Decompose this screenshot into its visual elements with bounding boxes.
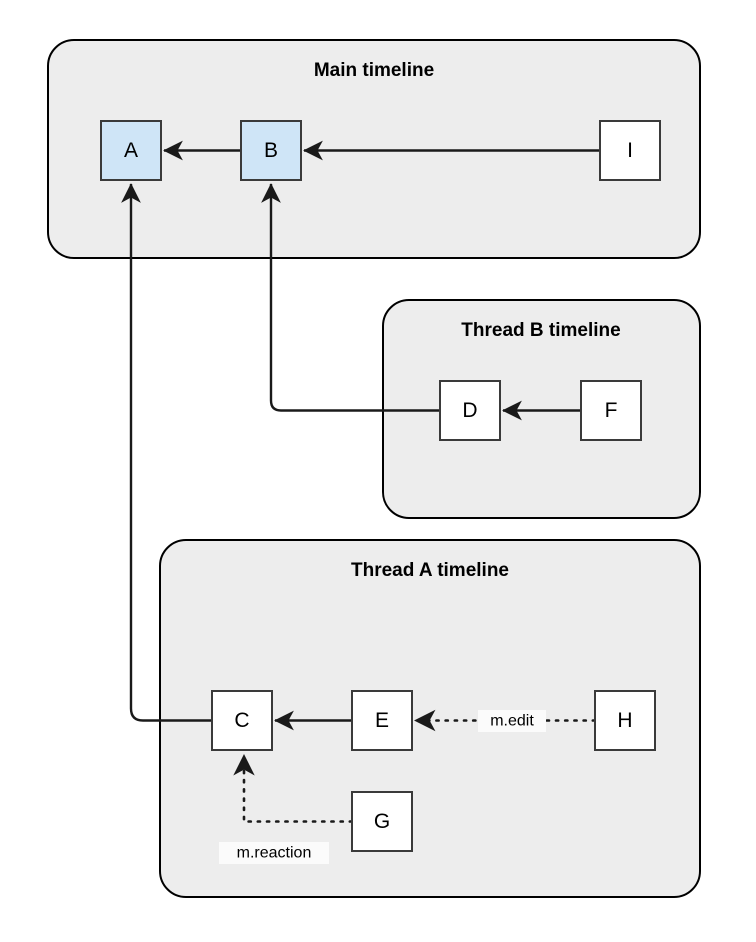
node-e[interactable]: E xyxy=(351,690,413,751)
node-h-box xyxy=(594,690,656,751)
edge-d-to-b[interactable] xyxy=(261,183,440,412)
edge-c-to-a-line xyxy=(121,183,212,722)
node-d-label: D xyxy=(462,399,477,422)
node-a-label: A xyxy=(124,139,138,162)
node-i-box xyxy=(599,120,661,181)
container-thread-a-timeline-title: Thread A timeline xyxy=(351,560,509,581)
node-d-box xyxy=(439,380,501,441)
node-g-label: G xyxy=(374,810,390,833)
container-main-timeline[interactable]: Main timeline xyxy=(47,39,701,259)
node-i-label: I xyxy=(627,139,633,162)
container-thread-b-timeline-title: Thread B timeline xyxy=(461,320,620,341)
node-g-box xyxy=(351,791,413,852)
node-i[interactable]: I xyxy=(599,120,661,181)
edge-g-to-c-line xyxy=(233,753,354,823)
node-g[interactable]: G xyxy=(351,791,413,852)
edge-c-to-a[interactable] xyxy=(121,183,212,722)
edge-d-to-b-line xyxy=(261,183,440,412)
edge-g-to-c-label: m.reaction xyxy=(237,845,312,862)
node-d[interactable]: D xyxy=(439,380,501,441)
container-thread-b-timeline[interactable]: Thread B timeline xyxy=(382,299,701,519)
node-c[interactable]: C xyxy=(211,690,273,751)
node-h[interactable]: H xyxy=(594,690,656,751)
edge-h-to-e-label: m.edit xyxy=(490,713,534,730)
node-b-box xyxy=(240,120,302,181)
edge-g-to-c[interactable]: m.reaction xyxy=(219,753,354,864)
node-f-label: F xyxy=(605,399,618,422)
node-b[interactable]: B xyxy=(240,120,302,181)
node-e-box xyxy=(351,690,413,751)
node-f[interactable]: F xyxy=(580,380,642,441)
node-a-box xyxy=(100,120,162,181)
node-a[interactable]: A xyxy=(100,120,162,181)
node-c-box xyxy=(211,690,273,751)
node-c-label: C xyxy=(234,709,249,732)
edge-h-to-e-label-bg xyxy=(478,710,546,732)
container-main-timeline-title: Main timeline xyxy=(314,60,434,81)
node-h-label: H xyxy=(617,709,632,732)
node-b-label: B xyxy=(264,139,278,162)
edge-h-to-e[interactable]: m.edit xyxy=(413,709,597,732)
container-main-timeline-box xyxy=(47,39,701,259)
edge-g-to-c-label-bg xyxy=(219,842,329,864)
node-f-box xyxy=(580,380,642,441)
container-thread-b-timeline-box xyxy=(382,299,701,519)
node-e-label: E xyxy=(375,709,389,732)
